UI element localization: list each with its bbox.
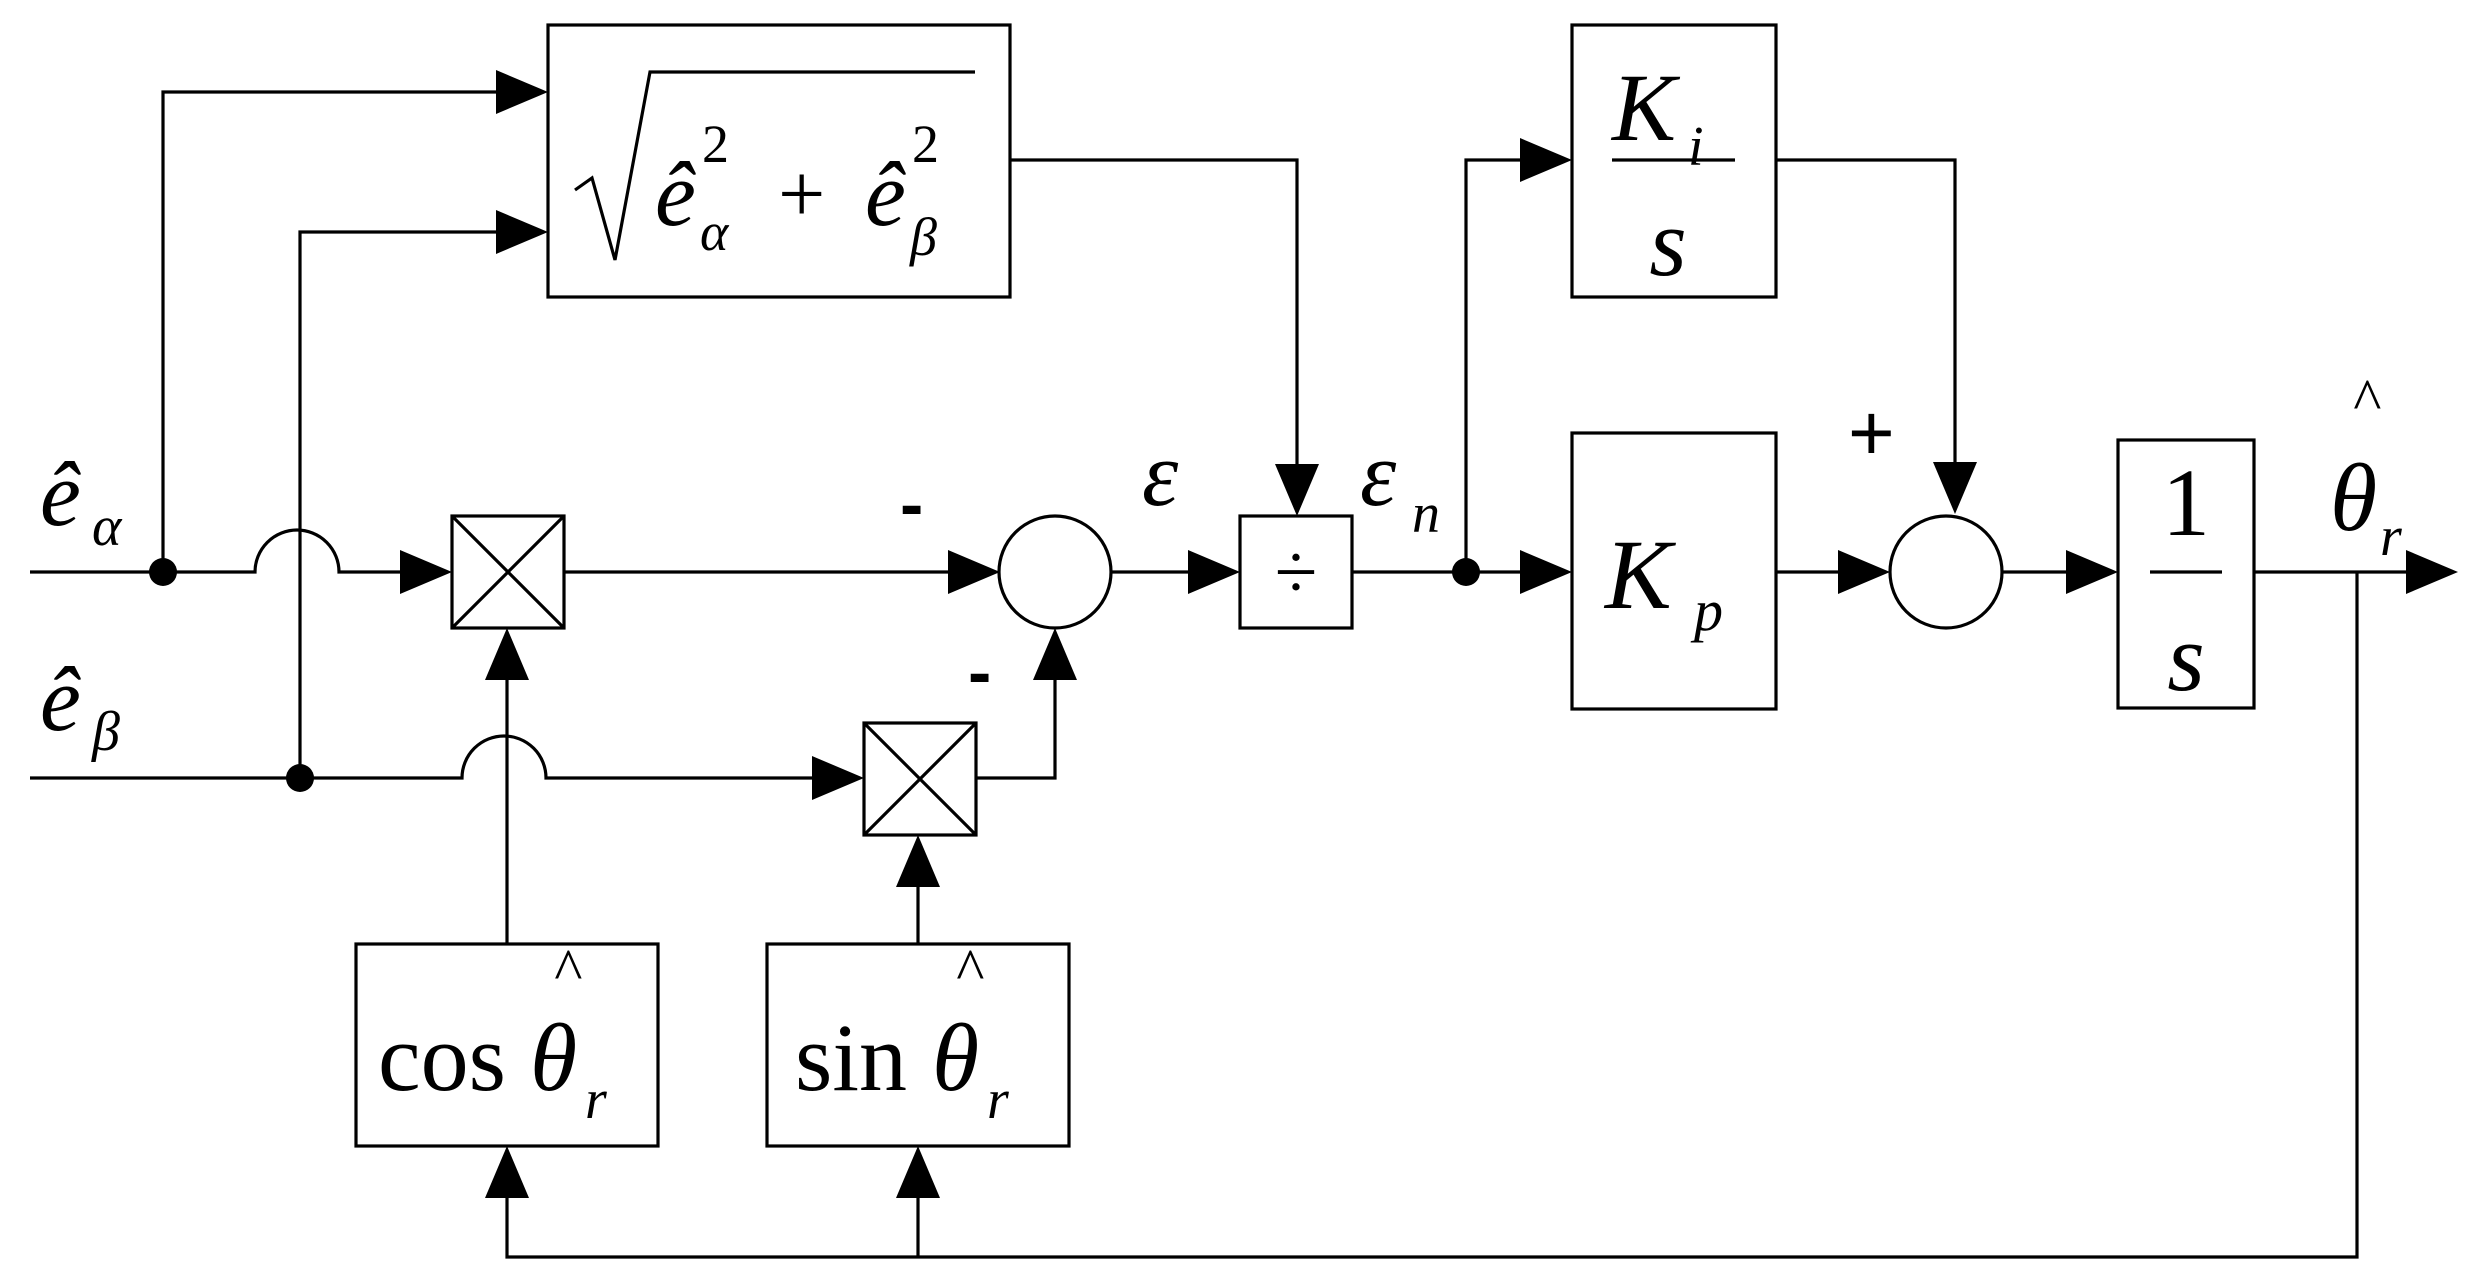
sum2-plus-sign: + [1848,388,1895,477]
svg-text:sin: sin [795,1004,907,1111]
arrowhead [2066,550,2118,594]
arrowhead [2406,550,2458,594]
svg-text:÷: ÷ [1275,528,1318,615]
junction-dot [1452,558,1480,586]
sum2-to-integrator-path [2002,550,2118,594]
theta-output-label: ^ θ r [2330,367,2402,568]
svg-text:1: 1 [2162,449,2210,556]
junction-dot [286,764,314,792]
svg-text:^: ^ [955,937,984,1003]
summing-junction-2 [1888,514,2004,630]
divider-block: ÷ [1238,514,1354,630]
e-alpha-signal-path [30,70,548,594]
svg-text:K: K [1610,54,1681,161]
mult-sin-to-sum1-path [976,628,1077,780]
epsilon-signal-path [1111,550,1240,594]
arrowhead [896,1146,940,1198]
svg-text:s: s [1649,189,1686,296]
arrowhead [485,1146,529,1198]
svg-text:^: ^ [553,937,582,1003]
svg-text:r: r [585,1069,607,1131]
svg-text:+: + [778,148,825,241]
mult-cos-to-sum1-path [564,550,1000,594]
svg-text:K: K [1603,519,1676,630]
ki-to-sum2-path [1776,158,1977,514]
arrowhead [948,550,1000,594]
arrowhead [812,756,864,800]
epsilon-n-label: ε n [1360,423,1440,545]
svg-text:α: α [700,202,730,262]
arrowhead [1933,462,1977,514]
arrowhead [1188,550,1240,594]
svg-text:ê: ê [865,143,906,245]
magnitude-to-divider-path [1010,158,1319,516]
svg-text:^: ^ [2352,367,2381,433]
summing-junction-1 [997,514,1113,630]
svg-text:ê: ê [655,143,696,245]
svg-text:r: r [2380,506,2402,568]
arrowhead [1033,628,1077,680]
svg-text:β: β [91,701,120,763]
sum1-minus-sign-bottom: - [968,633,991,711]
integrator-block: 1 s [2116,438,2256,711]
arrowhead [1838,550,1890,594]
svg-text:cos: cos [378,1004,506,1111]
kp-proportional-gain-block: K p [1570,431,1778,711]
svg-text:ε: ε [1360,423,1397,525]
arrowhead [496,70,548,114]
svg-text:α: α [92,496,123,558]
svg-text:n: n [1412,483,1440,545]
svg-text:θ: θ [2330,444,2377,551]
arrowhead [496,210,548,254]
arrowhead [1520,138,1572,182]
magnitude-block: ê α 2 + ê β 2 [546,23,1012,299]
svg-text:ê: ê [40,443,81,545]
multiplier-cos [450,514,566,630]
svg-text:r: r [987,1069,1009,1131]
arrowhead [896,835,940,887]
e-beta-signal-path [30,210,864,800]
svg-text:s: s [2167,604,2204,711]
input-label-e-beta: ê β [40,648,120,763]
arrowhead [485,628,529,680]
kp-to-sum2-path [1776,550,1890,594]
input-label-e-alpha: ê α [40,443,123,558]
junction-dot [149,558,177,586]
arrowhead [400,550,452,594]
svg-text:ê: ê [40,648,81,750]
arrowhead [1520,550,1572,594]
svg-text:θ: θ [530,1004,577,1111]
multiplier-sin [862,721,978,837]
sum1-minus-sign-top: - [900,465,923,543]
svg-text:2: 2 [702,114,729,174]
epsilon-label: ε [1142,423,1179,525]
svg-text:θ: θ [932,1004,979,1111]
svg-text:i: i [1688,116,1704,178]
cos-theta-block: cos ^ θ r [354,937,660,1148]
svg-text:p: p [1690,578,1723,643]
epsilon-n-signal-path [1352,138,1572,594]
ki-integral-gain-block: K i s [1570,23,1778,299]
feedback-path [485,572,2359,1259]
arrowhead [1275,464,1319,516]
svg-text:2: 2 [912,114,939,174]
svg-text:β: β [909,207,937,267]
sin-to-multiplier-path [896,835,940,944]
sin-theta-block: sin ^ θ r [765,937,1071,1148]
theta-output-path [2254,550,2458,594]
cos-to-multiplier-path [485,628,529,944]
